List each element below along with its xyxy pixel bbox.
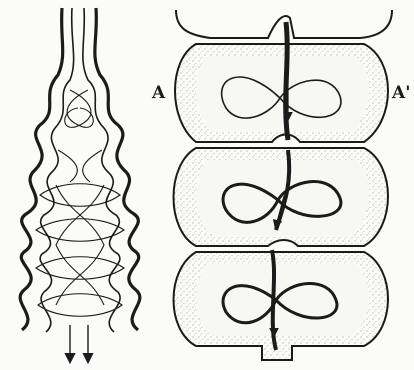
left-schematic xyxy=(20,8,140,360)
left-wall-inner xyxy=(40,8,74,332)
right-chambers: A A' xyxy=(151,10,410,360)
looping-strands xyxy=(36,90,124,316)
left-wall-outer xyxy=(20,8,63,330)
label-a: A xyxy=(151,83,166,103)
label-a-prime: A' xyxy=(391,83,410,103)
right-wall-outer xyxy=(95,8,140,330)
